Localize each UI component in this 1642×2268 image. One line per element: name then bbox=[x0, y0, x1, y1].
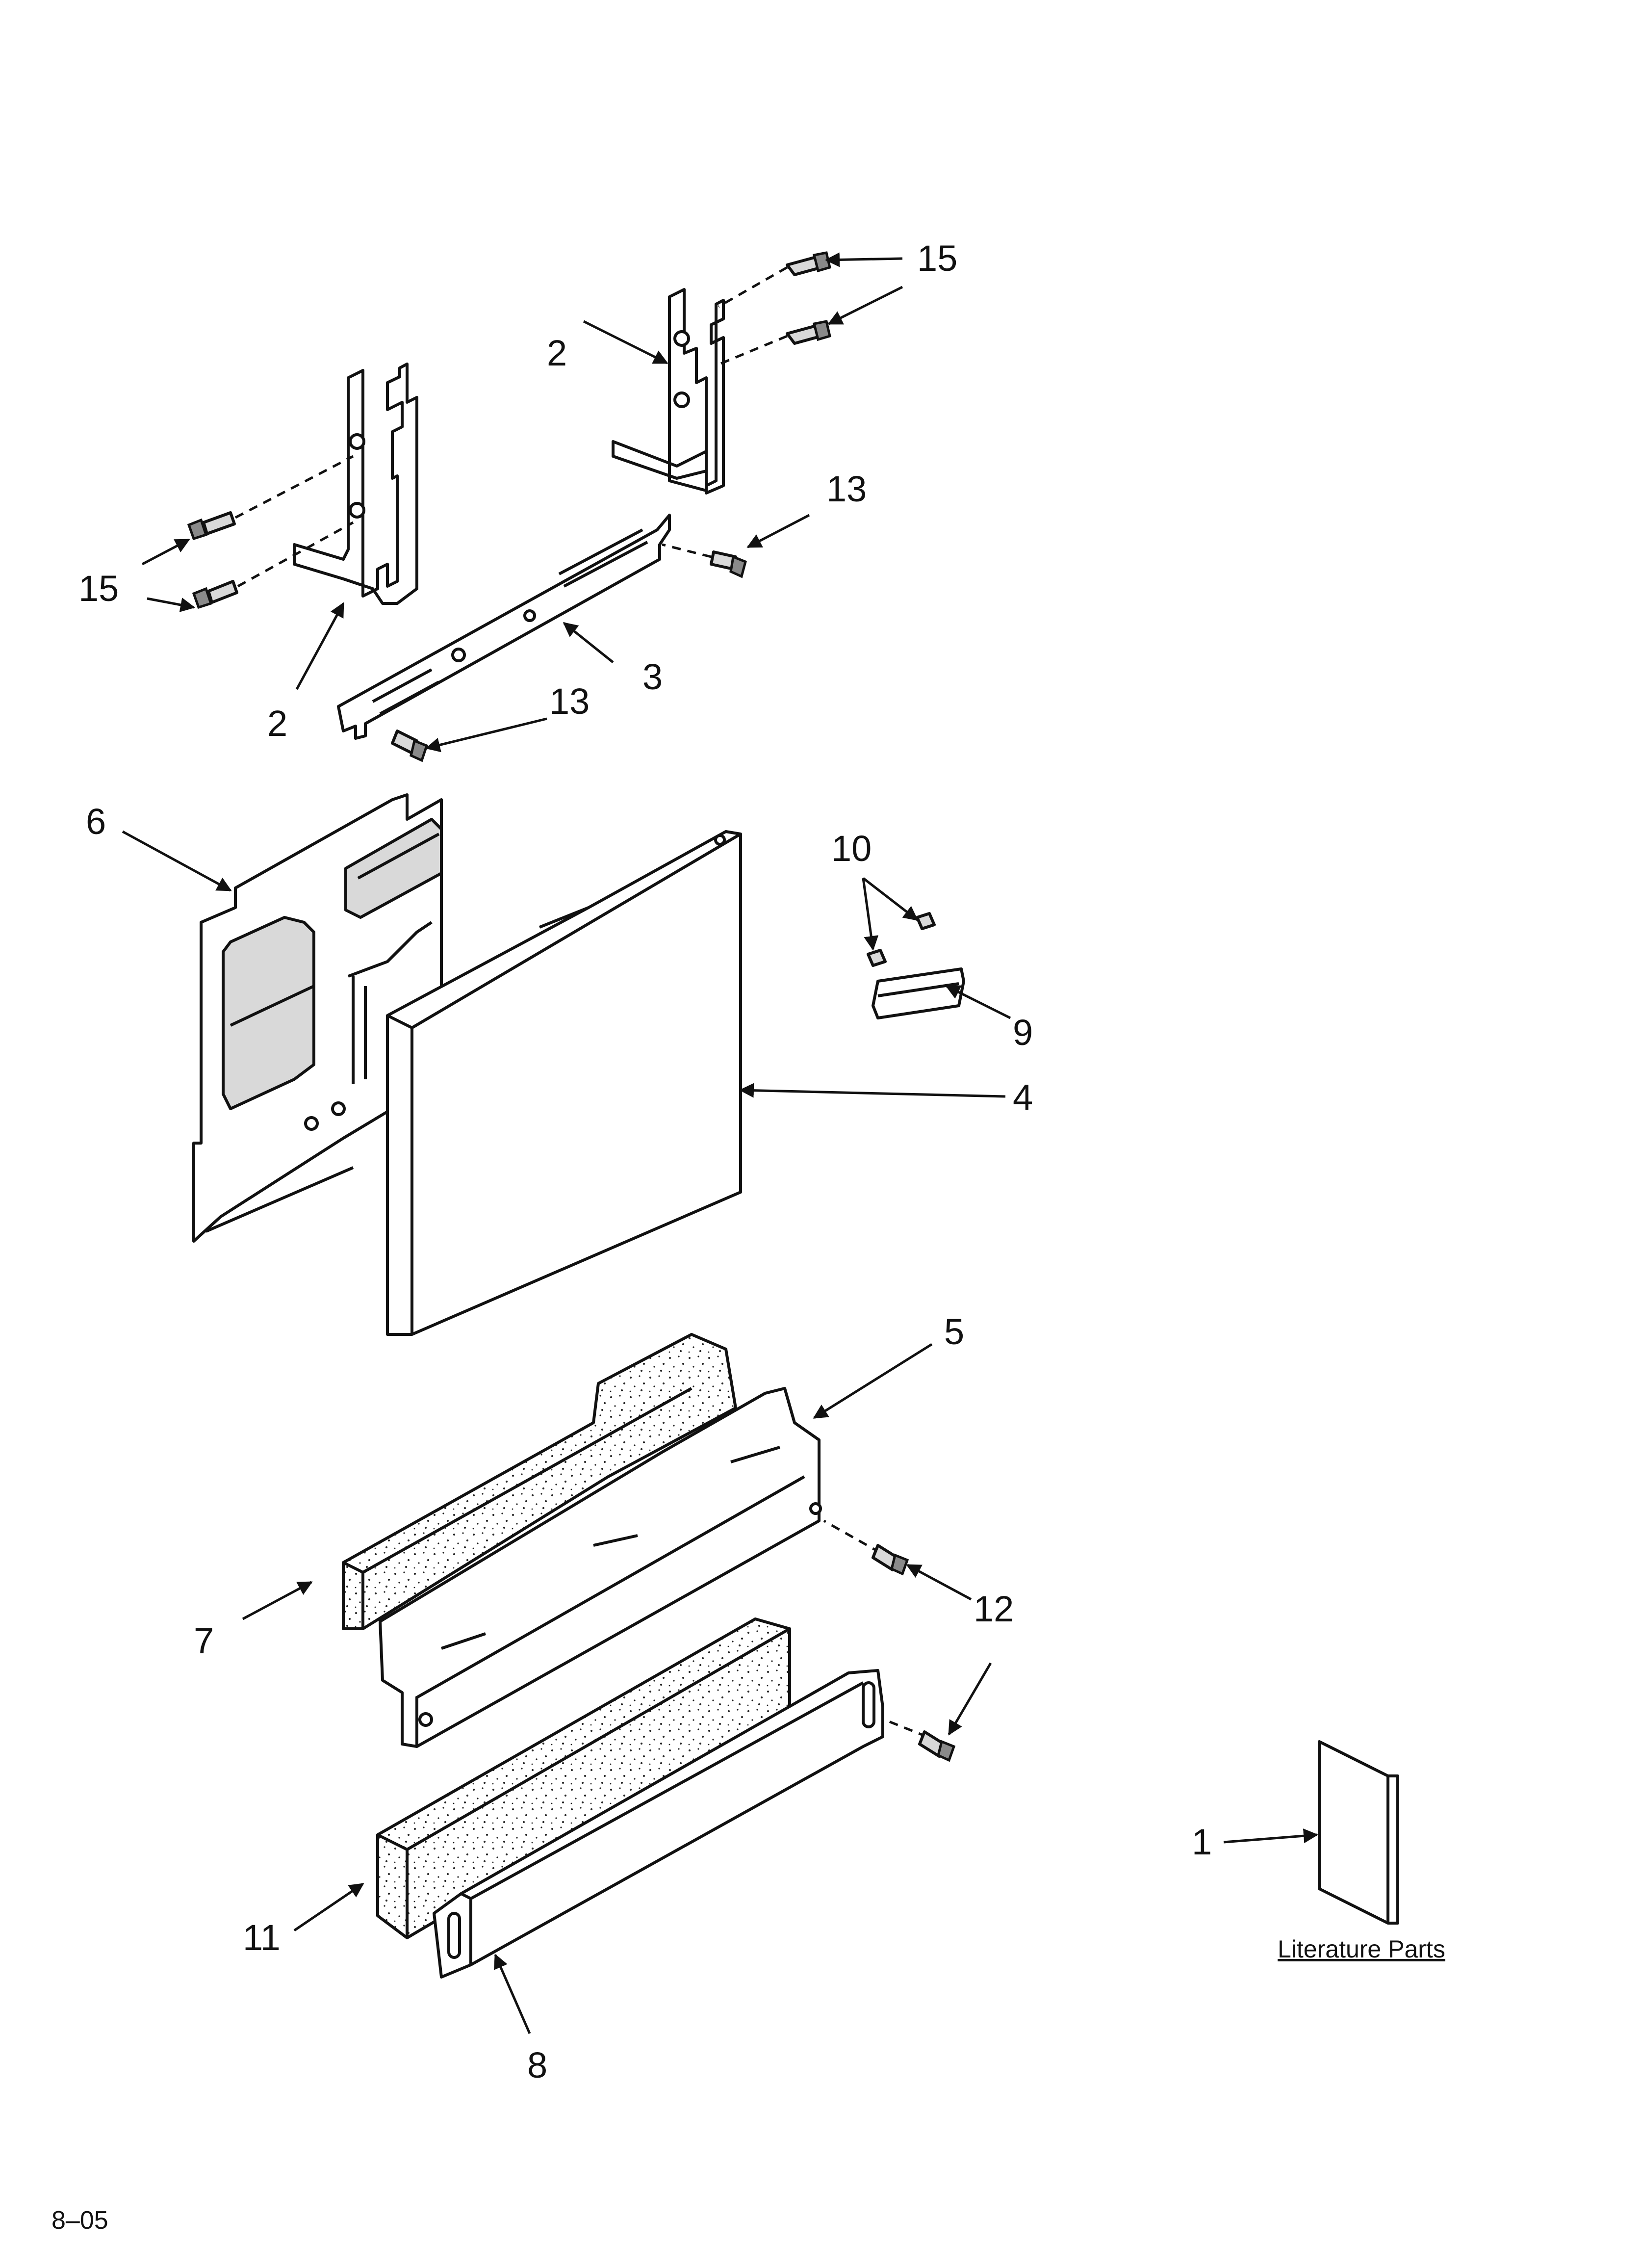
leader-6 bbox=[122, 830, 232, 892]
leader-12-a bbox=[906, 1564, 972, 1601]
screw-12-upper bbox=[872, 1544, 909, 1576]
nut-10-upper bbox=[916, 912, 936, 930]
literature-booklet bbox=[1318, 1740, 1399, 1925]
page-code: 8–05 bbox=[51, 2206, 108, 2235]
leader-1 bbox=[1223, 1828, 1318, 1844]
leader-15-top-b bbox=[827, 286, 903, 325]
screw-15-left-a bbox=[187, 511, 236, 541]
left-mounting-bracket bbox=[293, 363, 418, 605]
fastener-line-12b bbox=[877, 1716, 927, 1738]
leader-2-right bbox=[583, 320, 668, 365]
nut-10-lower bbox=[867, 949, 887, 967]
screw-15-left-b bbox=[192, 580, 238, 609]
fastener-line-15c bbox=[234, 455, 354, 519]
callout-3: 3 bbox=[642, 656, 663, 697]
callout-9: 9 bbox=[1013, 1012, 1033, 1053]
screw-15-top-a bbox=[786, 251, 831, 276]
callout-2-left: 2 bbox=[267, 703, 287, 744]
outer-door-panel bbox=[386, 830, 742, 1336]
callout-13-right: 13 bbox=[826, 469, 867, 509]
literature-parts-label: Literature Parts bbox=[1278, 1935, 1445, 1963]
leader-13-lower bbox=[425, 717, 547, 753]
callout-5: 5 bbox=[944, 1311, 964, 1352]
screw-13-right bbox=[710, 550, 747, 578]
leader-13-right bbox=[746, 514, 810, 548]
inner-door-panel bbox=[192, 793, 443, 1243]
leader-15-left-a bbox=[141, 538, 190, 566]
leader-7 bbox=[242, 1581, 313, 1620]
callout-13-lower: 13 bbox=[549, 681, 590, 722]
callout-1: 1 bbox=[1192, 1822, 1212, 1862]
leader-10-a bbox=[862, 877, 919, 921]
callout-15-top: 15 bbox=[917, 238, 957, 279]
callout-11: 11 bbox=[243, 1917, 281, 1958]
fastener-line-15d bbox=[237, 521, 354, 588]
screw-12-lower bbox=[918, 1730, 956, 1762]
leader-5 bbox=[813, 1343, 933, 1419]
cross-support-rail bbox=[337, 514, 671, 740]
callout-2-right: 2 bbox=[547, 333, 567, 373]
screw-15-top-b bbox=[786, 320, 831, 345]
leader-12-b bbox=[948, 1662, 992, 1736]
leader-11 bbox=[293, 1882, 364, 1932]
toe-kick-bracket bbox=[379, 1387, 822, 1748]
leader-10-b bbox=[862, 878, 879, 951]
callout-7: 7 bbox=[194, 1620, 214, 1661]
leader-8 bbox=[494, 1954, 531, 2034]
door-handle bbox=[872, 967, 965, 1019]
foam-insulation-strip-upper bbox=[342, 1333, 737, 1630]
right-mounting-bracket bbox=[612, 288, 725, 495]
callout-10: 10 bbox=[831, 828, 872, 869]
callout-4: 4 bbox=[1013, 1077, 1033, 1118]
fastener-line-15a bbox=[718, 266, 788, 308]
leader-15-top-a bbox=[825, 252, 903, 267]
fastener-line-15b bbox=[716, 335, 788, 367]
fastener-line-12a bbox=[823, 1519, 881, 1554]
leader-4 bbox=[739, 1083, 1006, 1098]
callout-8: 8 bbox=[527, 2045, 547, 2086]
lower-access-panel bbox=[433, 1669, 884, 1979]
screw-13-lower bbox=[391, 730, 429, 762]
callout-6: 6 bbox=[86, 801, 106, 842]
callout-12: 12 bbox=[974, 1589, 1014, 1629]
leader-3 bbox=[563, 622, 614, 663]
leader-15-left-b bbox=[147, 597, 195, 612]
fastener-line-13a bbox=[662, 543, 712, 558]
leader-2-left bbox=[295, 602, 345, 690]
callout-15-left: 15 bbox=[78, 568, 119, 609]
leader-9 bbox=[945, 985, 1011, 1019]
